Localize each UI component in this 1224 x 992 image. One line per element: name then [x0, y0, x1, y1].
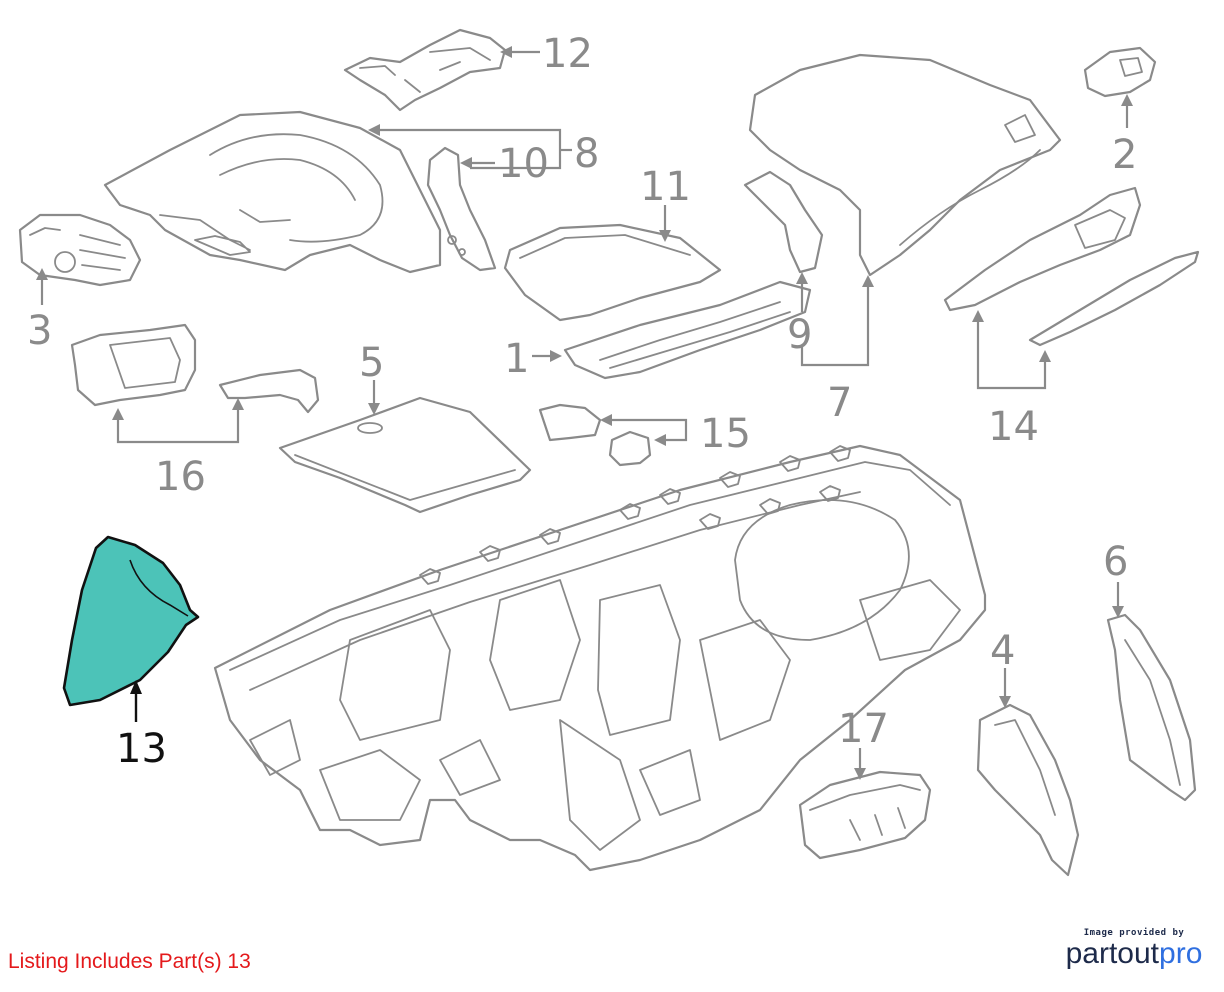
partoutpro-logo: Image provided by partoutpro — [1054, 928, 1214, 970]
brand-name-part2: pro — [1159, 937, 1203, 970]
part-14-trims — [943, 186, 1200, 347]
part-12-bracket — [343, 28, 507, 112]
callout-12: 12 — [542, 31, 593, 77]
part-1-vent-strip — [563, 280, 812, 380]
dashboard-frame — [213, 444, 987, 872]
part-17-module — [798, 770, 932, 860]
callout-17: 17 — [838, 706, 889, 752]
callout-7: 7 — [827, 380, 852, 426]
part-6-bracket — [1106, 613, 1197, 802]
callout-4: 4 — [990, 628, 1015, 674]
part-3-vent — [18, 213, 142, 287]
part-2-clip — [1083, 46, 1157, 98]
callout-5: 5 — [359, 340, 384, 386]
callout-16: 16 — [155, 454, 206, 500]
part-15-clips — [538, 403, 652, 467]
leader-lines — [36, 46, 1133, 780]
part-9-bracket — [743, 170, 824, 274]
part-5-panel — [278, 396, 532, 514]
callout-15: 15 — [700, 411, 751, 457]
part-4-bracket — [976, 703, 1080, 877]
callout-11: 11 — [640, 164, 691, 210]
callout-9: 9 — [787, 312, 812, 358]
brand-name: partoutpro — [1054, 938, 1214, 970]
brand-name-part1: partout — [1065, 937, 1160, 970]
brand-tagline: Image provided by — [1083, 928, 1185, 938]
callout-numbers: 1 2 3 4 5 6 7 8 9 10 11 12 13 14 15 16 1… — [27, 31, 1137, 772]
callout-1: 1 — [504, 336, 529, 382]
callout-3: 3 — [27, 308, 52, 354]
part-7-panel — [748, 53, 1062, 277]
part-13-highlighted[interactable] — [62, 535, 200, 722]
callout-6: 6 — [1103, 539, 1128, 585]
callout-10: 10 — [498, 141, 549, 187]
callout-13[interactable]: 13 — [116, 726, 167, 772]
callout-14: 14 — [988, 404, 1039, 450]
part-10-bracket — [426, 146, 497, 272]
callout-2: 2 — [1112, 132, 1137, 178]
callout-8: 8 — [574, 131, 599, 177]
part-16-vent — [70, 323, 320, 414]
listing-includes-text: Listing Includes Part(s) 13 — [8, 950, 251, 973]
part-11-lid — [503, 223, 722, 322]
part-8-cluster-bezel — [103, 110, 442, 274]
